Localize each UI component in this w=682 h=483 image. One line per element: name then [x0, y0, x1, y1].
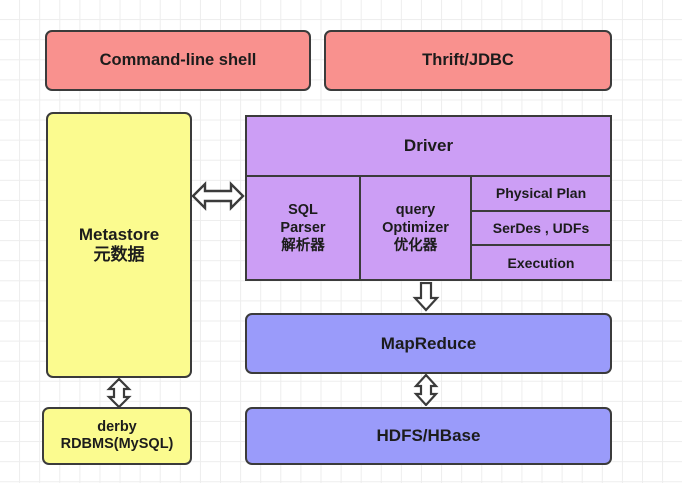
client-box-command-line-shell[interactable]: Command-line shell — [45, 30, 311, 91]
driver-component-physical-plan[interactable]: Physical Plan — [472, 177, 610, 212]
driver-box[interactable]: Driver SQL Parser 解析器 query Optimizer 优化… — [245, 115, 612, 281]
derby-rdbms-box[interactable]: derby RDBMS(MySQL) — [42, 407, 192, 465]
driver-component-sql-parser[interactable]: SQL Parser 解析器 — [247, 177, 361, 279]
hdfs-hbase-box[interactable]: HDFS/HBase — [245, 407, 612, 465]
client-box-thrift-jdbc[interactable]: Thrift/JDBC — [324, 30, 612, 91]
arrow-metastore-driver-icon — [191, 178, 245, 214]
driver-component-serdes-udfs[interactable]: SerDes , UDFs — [472, 212, 610, 247]
driver-title: Driver — [247, 117, 610, 177]
driver-component-query-optimizer[interactable]: query Optimizer 优化器 — [361, 177, 472, 279]
arrow-mapreduce-hdfs-icon — [413, 374, 439, 406]
arrow-metastore-derby-icon — [106, 378, 132, 408]
mapreduce-box[interactable]: MapReduce — [245, 313, 612, 374]
driver-component-stack: Physical Plan SerDes , UDFs Execution — [472, 177, 610, 279]
driver-component-execution[interactable]: Execution — [507, 254, 575, 271]
arrow-driver-mapreduce-icon — [412, 282, 440, 312]
metastore-box[interactable]: Metastore 元数据 — [46, 112, 192, 378]
driver-components: SQL Parser 解析器 query Optimizer 优化器 Physi… — [247, 177, 610, 279]
